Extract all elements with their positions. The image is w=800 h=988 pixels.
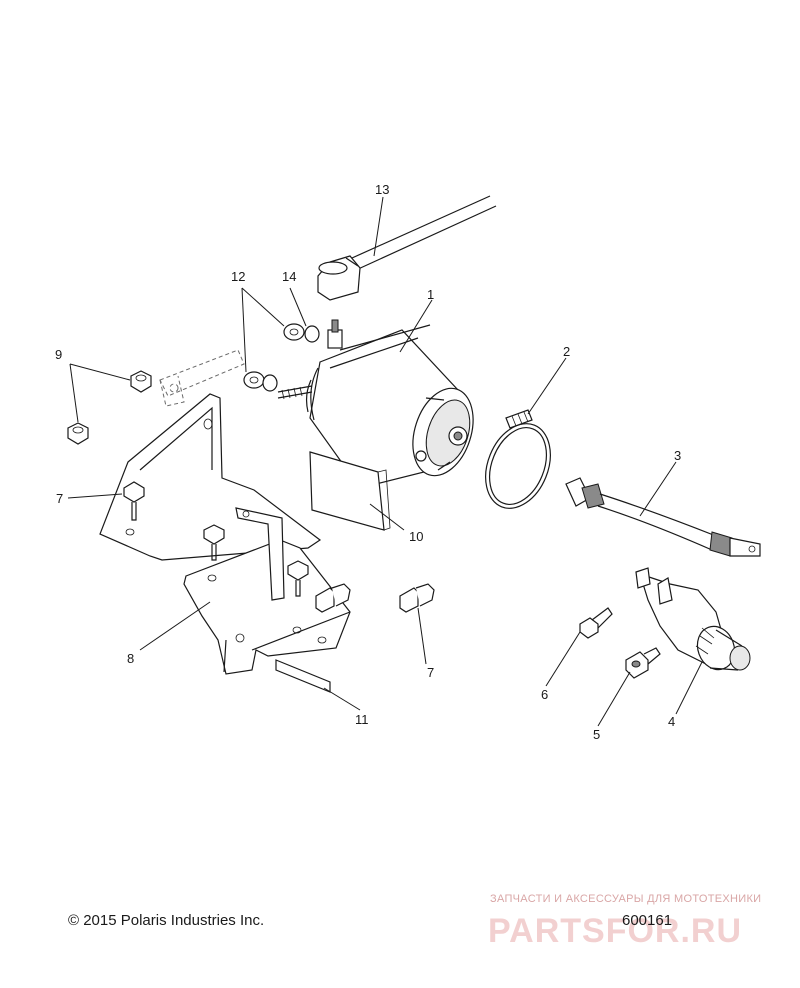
callout-9: 9 bbox=[55, 347, 62, 362]
watermark-logo: PARTSFOR.RU bbox=[488, 912, 743, 950]
figure-number: 600161 bbox=[622, 912, 673, 929]
callout-13: 13 bbox=[375, 182, 389, 197]
watermark-tagline: ЗАПЧАСТИ И АКСЕССУАРЫ ДЛЯ МОТОТЕХНИКИ bbox=[490, 893, 762, 905]
part-11-pad bbox=[275, 659, 331, 693]
copyright-text: © 2015 Polaris Industries Inc. bbox=[68, 912, 265, 929]
callout-8: 8 bbox=[127, 651, 134, 666]
part-3-cable bbox=[565, 477, 761, 557]
part-5-screw bbox=[625, 647, 661, 679]
part-7-bolts bbox=[123, 481, 435, 613]
callout-1: 1 bbox=[427, 287, 434, 302]
callout-4: 4 bbox=[668, 714, 675, 729]
ghost-terminal bbox=[159, 349, 245, 407]
part-12-14-nuts-washers bbox=[243, 323, 320, 392]
callout-2: 2 bbox=[563, 344, 570, 359]
callout-labels: 1 2 3 4 5 6 7 7 8 9 10 11 12 14 13 bbox=[55, 182, 681, 742]
part-8-bracket bbox=[99, 393, 351, 675]
part-10-pad bbox=[309, 451, 391, 531]
callout-7b: 7 bbox=[427, 665, 434, 680]
callout-12: 12 bbox=[231, 269, 245, 284]
callout-10: 10 bbox=[409, 529, 423, 544]
part-13-cable-boot bbox=[317, 195, 497, 301]
callout-7a: 7 bbox=[56, 491, 63, 506]
part-4-solenoid bbox=[635, 567, 751, 671]
part-9-nuts bbox=[67, 370, 152, 445]
callout-6: 6 bbox=[541, 687, 548, 702]
leader-lines bbox=[67, 196, 703, 727]
callout-3: 3 bbox=[674, 448, 681, 463]
part-1-starter-motor bbox=[277, 319, 474, 489]
part-6-bolt bbox=[579, 607, 613, 639]
part-2-clamp bbox=[485, 409, 551, 509]
callout-5: 5 bbox=[593, 727, 600, 742]
callout-11: 11 bbox=[355, 712, 369, 727]
callout-14: 14 bbox=[282, 269, 296, 284]
